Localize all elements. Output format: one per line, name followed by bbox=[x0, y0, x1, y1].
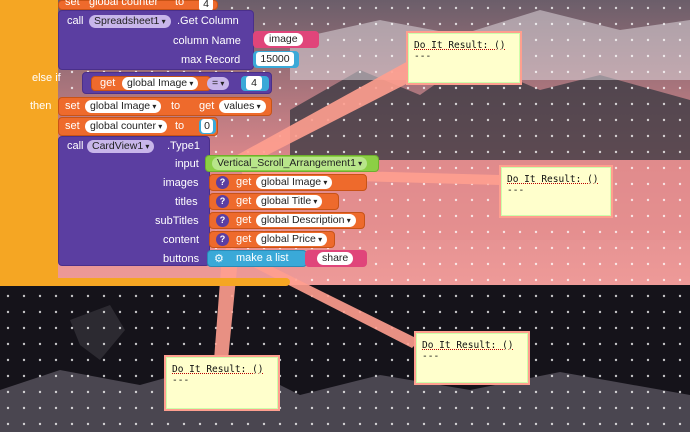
question-icon[interactable]: ? bbox=[216, 214, 229, 227]
do-it-result-separator: --- bbox=[172, 375, 190, 386]
get-global-image-images[interactable]: ? get global Image bbox=[209, 174, 367, 191]
input-param: input bbox=[175, 158, 199, 170]
global-image-dropdown[interactable]: global Image bbox=[85, 100, 162, 113]
to-keyword: to bbox=[171, 100, 181, 112]
text-block-image[interactable]: image bbox=[253, 31, 319, 48]
do-it-result-separator: --- bbox=[414, 51, 432, 62]
do-it-result-card-1[interactable]: Do It Result: () --- bbox=[408, 33, 520, 83]
get-keyword: get bbox=[199, 100, 215, 112]
if-else-bottom-bar bbox=[0, 278, 290, 286]
global-image-dropdown[interactable]: global Image bbox=[122, 77, 199, 90]
column-name-param: column Name bbox=[173, 35, 241, 47]
do-it-result-text: Do It Result: () bbox=[422, 340, 514, 351]
global-counter-dropdown[interactable]: global counter bbox=[85, 120, 168, 133]
spreadsheet-get-column-block[interactable]: call Spreadsheet1 .Get Column column Nam… bbox=[58, 10, 254, 70]
to-keyword: to bbox=[175, 0, 185, 8]
do-it-result-card-2[interactable]: Do It Result: () --- bbox=[501, 167, 611, 216]
get-global-title-block[interactable]: ? get global Title bbox=[209, 193, 339, 210]
if-else-block[interactable] bbox=[0, 0, 58, 286]
type1-method: .Type1 bbox=[167, 140, 201, 152]
set-global-counter-block[interactable]: set global counter to 0 bbox=[58, 117, 218, 136]
get-keyword: get bbox=[236, 214, 252, 226]
do-it-result-separator: --- bbox=[422, 351, 440, 362]
max-record-param: max Record bbox=[181, 54, 241, 66]
get-global-description-block[interactable]: ? get global Description bbox=[209, 212, 365, 229]
call-keyword: call bbox=[67, 15, 84, 27]
text-value-image[interactable]: image bbox=[264, 33, 303, 46]
question-icon[interactable]: ? bbox=[216, 176, 229, 189]
number-value-0[interactable]: 0 bbox=[201, 119, 213, 133]
do-it-result-text: Do It Result: () bbox=[172, 364, 264, 375]
set-keyword: set bbox=[65, 0, 80, 8]
values-dropdown[interactable]: values bbox=[219, 100, 266, 113]
equals-operator-dropdown[interactable]: = bbox=[207, 77, 230, 90]
do-it-result-text: Do It Result: () bbox=[507, 174, 599, 185]
text-block-share[interactable]: share bbox=[305, 250, 367, 267]
question-icon[interactable]: ? bbox=[216, 195, 229, 208]
global-title-dropdown[interactable]: global Title bbox=[256, 195, 323, 208]
set-keyword: set bbox=[65, 120, 80, 132]
then-label: then bbox=[30, 100, 52, 112]
do-it-result-card-4[interactable]: Do It Result: () --- bbox=[166, 357, 278, 409]
make-a-list-label: make a list bbox=[236, 252, 289, 264]
number-block-15000[interactable]: 15000 bbox=[253, 51, 299, 68]
set-global-counter-block-top[interactable]: set global counter to 4 bbox=[58, 0, 218, 11]
call-keyword: call bbox=[67, 140, 84, 152]
cardview-component-dropdown[interactable]: CardView1 bbox=[87, 140, 155, 153]
get-keyword: get bbox=[100, 77, 116, 89]
counter-value-4[interactable]: 4 bbox=[199, 0, 213, 11]
set-keyword: set bbox=[65, 100, 80, 112]
get-keyword: get bbox=[236, 176, 252, 188]
global-image-dropdown[interactable]: global Image bbox=[256, 176, 333, 189]
spreadsheet-component-dropdown[interactable]: Spreadsheet1 bbox=[89, 15, 171, 28]
vertical-scroll-arrangement-block[interactable]: Vertical_Scroll_Arrangement1 bbox=[205, 155, 379, 172]
do-it-result-text: Do It Result: () bbox=[414, 40, 506, 51]
question-icon[interactable]: ? bbox=[216, 233, 229, 246]
cardview-type1-block[interactable]: call CardView1 .Type1 input images title… bbox=[58, 136, 210, 266]
get-keyword: get bbox=[236, 195, 252, 207]
get-column-method: .Get Column bbox=[177, 15, 239, 27]
compare-block[interactable]: get global Image = 4 bbox=[82, 72, 272, 94]
number-block-0[interactable]: 0 bbox=[199, 119, 216, 134]
to-keyword: to bbox=[175, 120, 185, 132]
counter-var-label: global counter bbox=[89, 0, 159, 8]
max-record-value[interactable]: 15000 bbox=[256, 52, 294, 66]
text-value-share[interactable]: share bbox=[317, 252, 354, 265]
set-global-image-block[interactable]: set global Image to get values bbox=[58, 97, 272, 116]
get-global-image-block[interactable]: get global Image bbox=[91, 76, 211, 91]
get-global-price-block[interactable]: ? get global Price bbox=[209, 231, 335, 248]
do-it-result-separator: --- bbox=[507, 185, 525, 196]
number-block-4[interactable]: 4 bbox=[241, 76, 269, 91]
global-description-dropdown[interactable]: global Description bbox=[256, 214, 356, 227]
titles-param: titles bbox=[175, 196, 198, 208]
subtitles-param: subTitles bbox=[155, 215, 199, 227]
global-price-dropdown[interactable]: global Price bbox=[256, 233, 328, 246]
gear-icon[interactable]: ⚙ bbox=[214, 253, 224, 265]
content-param: content bbox=[163, 234, 200, 246]
else-if-label: else if bbox=[32, 72, 61, 84]
get-keyword: get bbox=[236, 233, 252, 245]
buttons-param: buttons bbox=[163, 253, 200, 265]
make-a-list-block[interactable]: ⚙ make a list bbox=[207, 250, 307, 267]
do-it-result-card-3[interactable]: Do It Result: () --- bbox=[416, 333, 528, 383]
number-value-4[interactable]: 4 bbox=[246, 76, 262, 90]
vertical-scroll-dropdown[interactable]: Vertical_Scroll_Arrangement1 bbox=[212, 157, 368, 170]
images-param: images bbox=[163, 177, 199, 189]
